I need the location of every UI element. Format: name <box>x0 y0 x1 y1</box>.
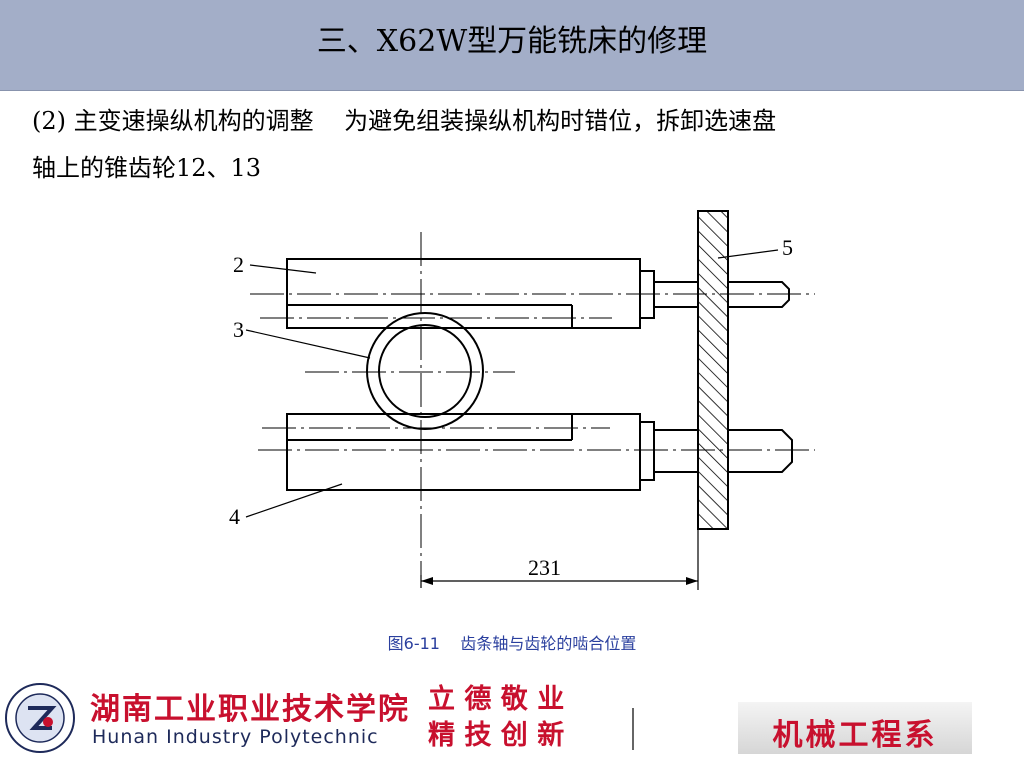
footer-divider <box>632 708 634 750</box>
label-4: 4 <box>229 504 240 529</box>
school-name-en: Hunan Industry Polytechnic <box>92 726 379 748</box>
dim-arrow-right <box>686 577 698 585</box>
body-line-2: 轴上的锥齿轮12、13 <box>32 154 262 182</box>
leader-2 <box>249 264 317 274</box>
figure-caption: 图6-11 齿条轴与齿轮的啮合位置 <box>387 634 637 653</box>
department-name: 机械工程系 <box>772 718 938 753</box>
label-5: 5 <box>782 235 793 260</box>
lower-rack-collar <box>639 421 655 481</box>
label-2: 2 <box>233 252 244 277</box>
motto-line-1: 立 德 敬 业 <box>428 684 565 715</box>
lower-rod <box>728 429 793 473</box>
department-badge: 机械工程系 <box>738 702 972 754</box>
school-name-cn: 湖南工业职业技术学院 <box>90 692 410 727</box>
leader-4 <box>245 483 343 518</box>
rack-gear-diagram: 2 3 4 5 231 <box>229 210 815 590</box>
body-paragraph: (2) 主变速操纵机构的调整 为避免组装操纵机构时错位，拆卸选速盘 轴上的锥齿轮… <box>32 98 992 192</box>
dimension-value: 231 <box>528 555 561 580</box>
motto-line-2: 精 技 创 新 <box>428 720 565 751</box>
slide-title: 三、X62W型万能铣床的修理 <box>316 24 708 59</box>
school-seal-icon <box>5 683 75 753</box>
wall-plate <box>697 210 729 530</box>
gear-inner <box>378 324 472 418</box>
footer-banner: 湖南工业职业技术学院 Hunan Industry Polytechnic 立 … <box>0 672 1024 766</box>
leader-3 <box>245 329 371 359</box>
dim-arrow-left <box>421 577 433 585</box>
label-3: 3 <box>233 317 244 342</box>
gear-outer <box>366 312 484 430</box>
title-bar: 三、X62W型万能铣床的修理 <box>0 0 1024 91</box>
school-motto: 立 德 敬 业 精 技 创 新 <box>428 682 618 754</box>
lower-rack-body <box>286 413 641 491</box>
lower-rack-shaft <box>653 429 699 473</box>
body-line-1: (2) 主变速操纵机构的调整 为避免组装操纵机构时错位，拆卸选速盘 <box>32 107 777 135</box>
